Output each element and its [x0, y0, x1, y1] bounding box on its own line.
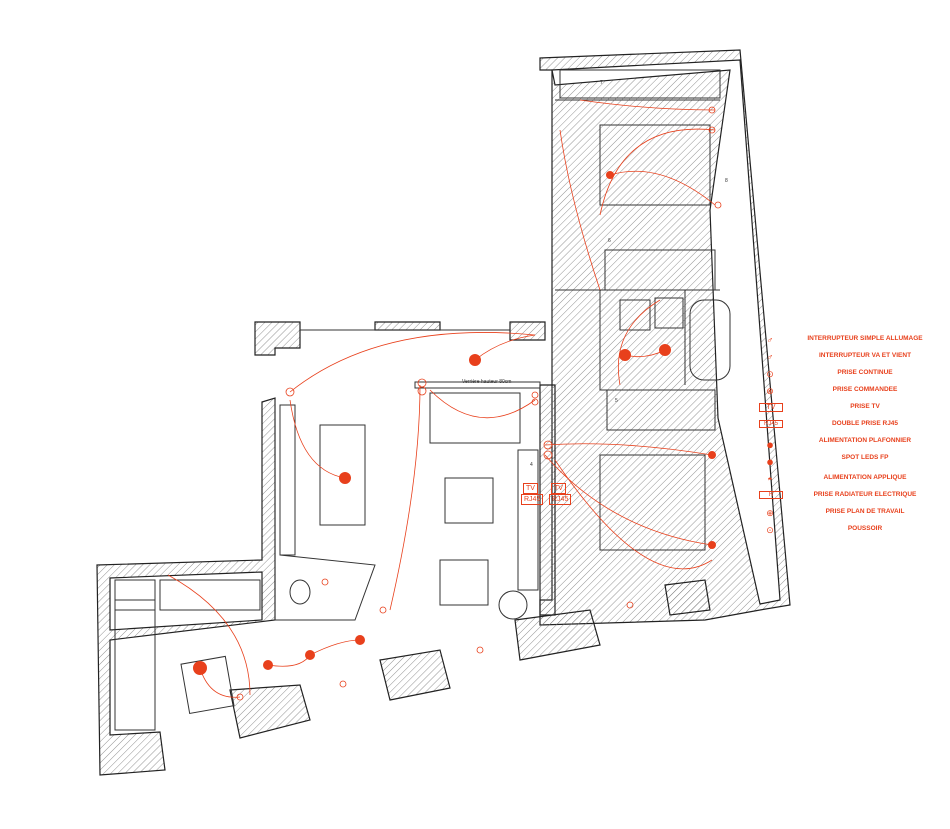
wall-light-icon: ◓ — [767, 474, 773, 484]
legend-item: ♂INTERRUPTEUR SIMPLE ALLUMAGE — [755, 335, 945, 352]
legend-item: ●ALIMENTATION PLAFONNIER — [755, 437, 945, 454]
tv-outlet-living: TV — [523, 483, 538, 494]
legend-item: ♂INTERRUPTEUR VA ET VIENT — [755, 352, 945, 369]
tv-outlet-icon: TV — [759, 403, 783, 412]
legend-item: ⊙PRISE CONTINUE — [755, 369, 945, 386]
rj45-outlet-living: RJ45 — [521, 494, 544, 505]
partitions — [114, 69, 731, 731]
switch-two-way-icon: ♂ — [766, 352, 774, 362]
radiator-outlet-icon: R — [759, 491, 783, 499]
legend-item: ⊕PRISE PLAN DE TRAVAIL — [755, 508, 945, 525]
rj45-outlet-bedroom: RJ45 — [549, 494, 572, 505]
switch-single-icon: ♂ — [766, 335, 774, 345]
legend-item: ⊗PRISE COMMANDEE — [755, 386, 945, 403]
ceiling-lights — [193, 171, 716, 675]
outlet-continuous-icon: ⊙ — [766, 369, 774, 379]
ceiling-light-icon: ● — [766, 437, 774, 452]
tv-outlet-bedroom: TV — [551, 483, 566, 494]
room-number: 5 — [615, 398, 618, 404]
outlets — [236, 106, 722, 701]
circuit-wiring — [167, 99, 716, 698]
room-number: 4 — [530, 462, 533, 468]
legend-item: ◓ALIMENTATION APPLIQUE — [755, 474, 945, 491]
rj45-outlet-icon: RJ45 — [759, 420, 783, 428]
room-number: 6 — [608, 238, 611, 244]
room-number: 7 — [600, 80, 603, 86]
legend-item: ●SPOT LEDS FP — [755, 454, 945, 474]
push-button-icon: ⊙ — [766, 525, 774, 535]
worktop-outlet-icon: ⊕ — [766, 508, 774, 518]
verriere-note: Verrière hauteur 80cm — [462, 379, 512, 385]
legend: ♂INTERRUPTEUR SIMPLE ALLUMAGE ♂INTERRUPT… — [755, 335, 945, 542]
spot-led-icon: ● — [766, 454, 774, 469]
room-number: 8 — [725, 178, 728, 184]
walls — [96, 49, 791, 776]
legend-item: ⊙POUSSOIR — [755, 525, 945, 542]
outlet-controlled-icon: ⊗ — [766, 386, 774, 396]
